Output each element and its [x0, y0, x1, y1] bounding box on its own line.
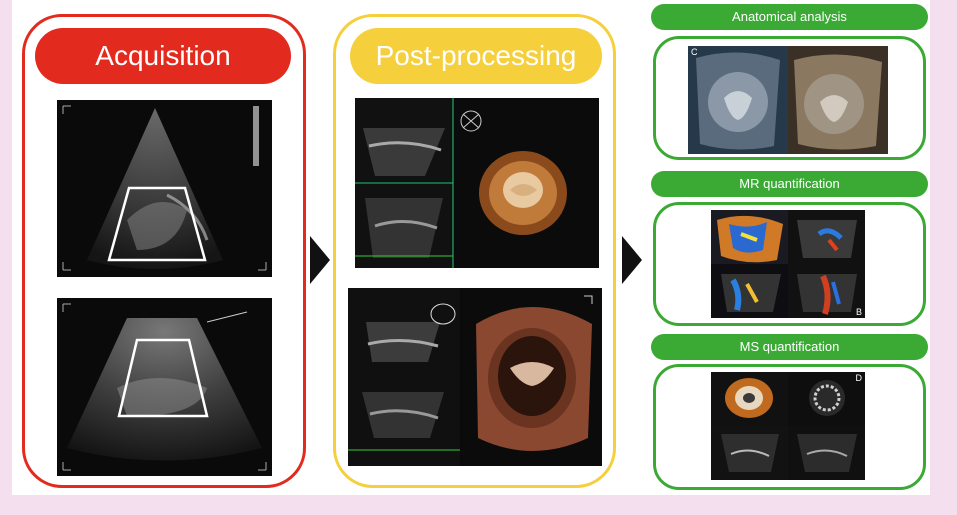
acquisition-echo-image-1: [57, 100, 272, 277]
mr-quantification-title: MR quantification: [651, 171, 928, 197]
ms-quantification-title: MS quantification: [651, 334, 928, 360]
acquisition-echo-image-2: [57, 298, 272, 476]
post-processing-image-1: [355, 98, 599, 268]
mr-quantification-image: B: [711, 210, 865, 318]
panel-letter-d: D: [855, 373, 863, 383]
ms-quantification-image: D: [711, 372, 865, 480]
anatomical-analysis-title: Anatomical analysis: [651, 4, 928, 30]
acquisition-title: Acquisition: [35, 28, 291, 84]
post-processing-title: Post-processing: [350, 28, 602, 84]
arrow-right-icon: [310, 236, 330, 284]
echo-sector-graphic: [62, 105, 267, 271]
anatomical-analysis-image: C: [688, 46, 888, 154]
arrow-right-icon: [622, 236, 642, 284]
panel-letter-b: B: [855, 307, 862, 317]
post-processing-image-2: [348, 288, 602, 466]
panel-letter-c: C: [691, 47, 698, 57]
